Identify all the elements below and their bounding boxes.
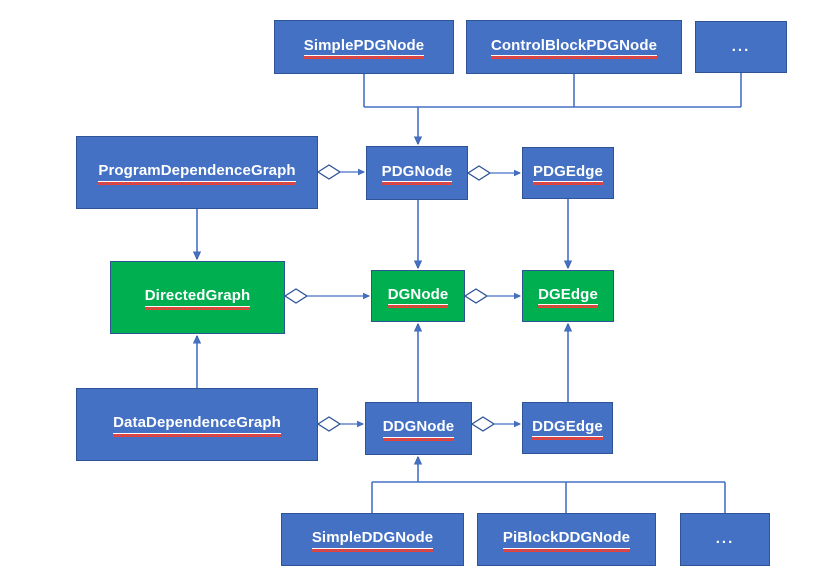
class-box-directed-graph[interactable]: DirectedGraph	[110, 261, 285, 334]
class-label: DGEdge	[538, 286, 598, 308]
class-label: ControlBlockPDGNode	[490, 37, 658, 59]
class-box-program-dependence-graph[interactable]: ProgramDependenceGraph	[76, 136, 318, 209]
inheritance-bus-ddgnode	[371, 457, 726, 513]
aggregation-pdgnode-pdgedge	[466, 165, 520, 181]
class-box-ddg-edge[interactable]: DDGEdge	[522, 402, 613, 454]
class-label: DDGNode	[382, 419, 455, 441]
aggregation-ddgnode-ddgedge	[470, 416, 520, 432]
class-label: PDGNode	[381, 163, 453, 185]
class-box-ddg-node[interactable]: DDGNode	[365, 402, 472, 455]
aggregation-pdg-pdgnode	[316, 164, 364, 180]
class-box-simple-pdg-node[interactable]: SimplePDGNode	[274, 20, 454, 74]
class-label: ProgramDependenceGraph	[98, 163, 296, 185]
class-label: DGNode	[387, 286, 449, 308]
inheritance-bus-pdgnode	[363, 73, 742, 144]
class-box-dg-node[interactable]: DGNode	[371, 270, 465, 322]
class-box-pdg-edge[interactable]: PDGEdge	[522, 147, 614, 199]
class-box-pi-block-ddg-node[interactable]: PiBlockDDGNode	[477, 513, 656, 566]
class-box-simple-ddg-node[interactable]: SimpleDDGNode	[281, 513, 464, 566]
class-box-ellipsis-top[interactable]: ...	[695, 21, 787, 73]
aggregation-dgnode-dgedge	[463, 288, 520, 304]
class-box-ellipsis-bottom[interactable]: ...	[680, 513, 770, 566]
class-label: PDGEdge	[533, 163, 603, 185]
class-box-pdg-node[interactable]: PDGNode	[366, 146, 468, 200]
class-label: DDGEdge	[532, 418, 603, 440]
class-label: SimpleDDGNode	[311, 530, 434, 552]
class-box-dg-edge[interactable]: DGEdge	[522, 270, 614, 322]
ellipsis-label: ...	[731, 37, 751, 55]
class-label: PiBlockDDGNode	[502, 530, 631, 552]
class-label: DirectedGraph	[144, 288, 251, 310]
class-label: DataDependenceGraph	[113, 415, 281, 437]
class-label: SimplePDGNode	[303, 37, 425, 59]
class-box-data-dependence-graph[interactable]: DataDependenceGraph	[76, 388, 318, 461]
class-box-control-block-pdg-node[interactable]: ControlBlockPDGNode	[466, 20, 682, 74]
aggregation-ddg-ddgnode	[316, 416, 363, 432]
aggregation-directedgraph-dgnode	[283, 288, 369, 304]
ellipsis-label: ...	[715, 530, 735, 548]
